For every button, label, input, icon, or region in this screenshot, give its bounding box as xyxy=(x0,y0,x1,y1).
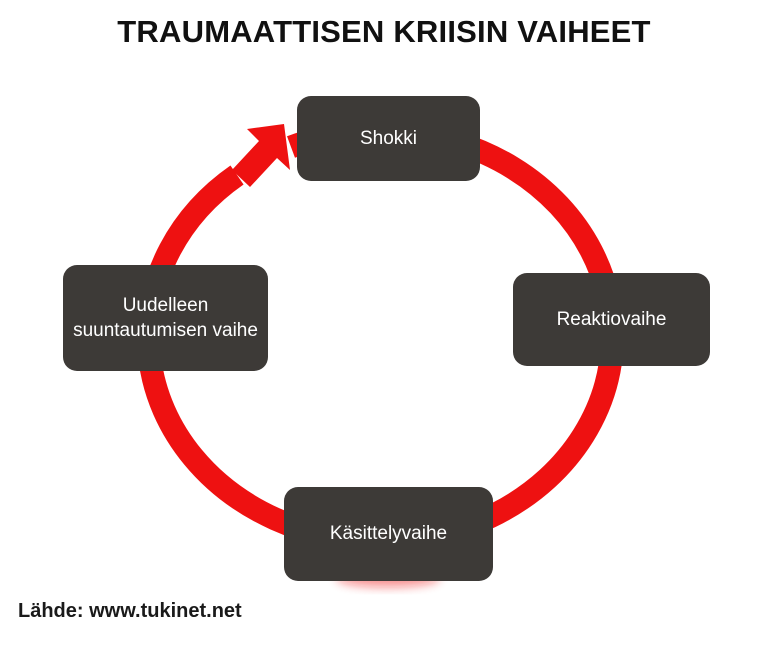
cycle-node-kasittelyvaihe[interactable]: Käsittelyvaihe xyxy=(284,487,493,581)
cycle-node-reaktiovaihe-label: Reaktiovaihe xyxy=(556,308,667,330)
cycle-node-shokki-label: Shokki xyxy=(359,127,418,149)
cycle-arrowhead xyxy=(232,124,290,187)
cycle-node-reaktiovaihe[interactable]: Reaktiovaihe xyxy=(513,273,710,366)
source-note: Lähde: www.tukinet.net xyxy=(18,600,242,622)
cycle-node-uudelleen-suuntautumisen-vaihe[interactable]: Uudelleen suuntautumisen vaihe xyxy=(63,265,268,371)
page-title: TRAUMAATTISEN KRIISIN VAIHEET xyxy=(117,14,651,49)
cycle-node-shokki[interactable]: Shokki xyxy=(297,96,480,181)
cycle-node-kasittelyvaihe-label: Käsittelyvaihe xyxy=(329,523,448,545)
cycle-node-uudelleen-label: Uudelleen suuntautumisen vaihe xyxy=(73,294,258,341)
